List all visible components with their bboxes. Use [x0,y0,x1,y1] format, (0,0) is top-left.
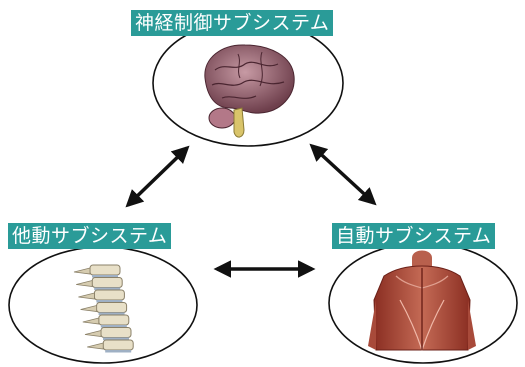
passive-subsystem-label: 他動サブシステム [8,223,171,249]
spine-icon [74,265,133,353]
spinous-process [74,268,90,274]
spinous-process [76,281,92,287]
vertebra [94,290,124,300]
connection-arrows [128,146,374,269]
back-muscles-icon [368,251,476,351]
active-subsystem-label: 自動サブシステム [332,223,495,249]
brain-icon [205,45,294,137]
vertebra [103,340,133,350]
vertebra [92,278,122,288]
vertebra [97,303,127,313]
spinous-process [87,343,103,349]
vertebra [99,315,129,325]
vertebra [90,265,120,275]
spinous-process [81,306,97,312]
intervertebral-disc [105,350,131,353]
neural-subsystem-label: 神経制御サブシステム [131,10,333,36]
arrow-neural-passive [128,148,187,205]
spinous-process [78,293,94,299]
spinous-process [83,318,99,324]
vertebra [101,328,131,338]
spinous-process [85,331,101,337]
arrow-neural-active [312,146,374,203]
